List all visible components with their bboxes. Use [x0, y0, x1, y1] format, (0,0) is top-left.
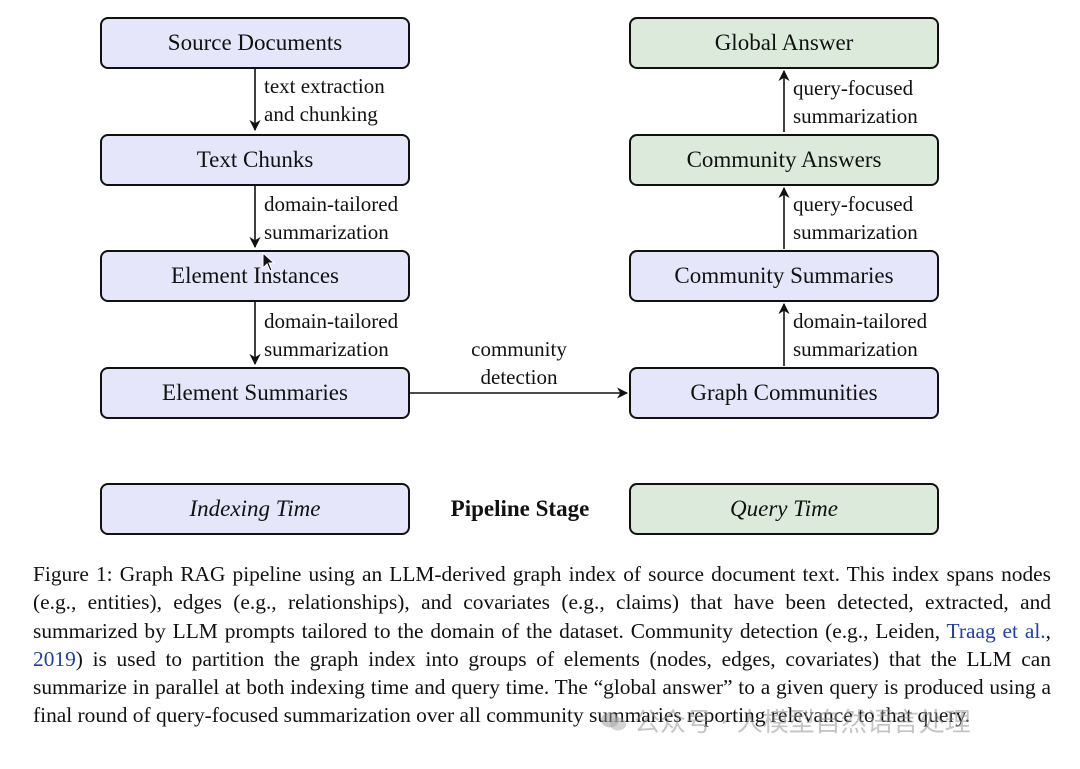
edge-label-line: summarization: [793, 337, 918, 361]
node-element-summaries: Element Summaries: [100, 367, 410, 419]
edge-label-line: summarization: [793, 220, 918, 244]
citation-link-authors[interactable]: Traag et al.: [946, 618, 1046, 643]
legend-indexing-time: Indexing Time: [100, 483, 410, 535]
watermark: 公众号 · 人模型自然语言处理: [600, 702, 971, 739]
citation-separator: ,: [1045, 618, 1051, 643]
edge-label-line: domain-tailored: [264, 192, 399, 216]
edge-label-line: text extraction: [264, 74, 385, 98]
edge-label-line: domain-tailored: [264, 309, 399, 333]
node-community-answers: Community Answers: [629, 134, 939, 186]
node-source-documents: Source Documents: [100, 17, 410, 69]
edge-label-query-focused-2: query-focused summarization: [793, 190, 918, 246]
watermark-text: 公众号 · 人模型自然语言处理: [634, 708, 971, 738]
mouse-cursor-icon: [262, 252, 276, 272]
edge-label-line: query-focused: [793, 76, 914, 100]
citation-link-year[interactable]: 2019: [33, 646, 76, 671]
edge-label-line: domain-tailored: [793, 309, 928, 333]
node-graph-communities: Graph Communities: [629, 367, 939, 419]
edge-label-line: and chunking: [264, 102, 378, 126]
edge-label-community-detection: community detection: [444, 335, 594, 391]
edge-label-line: query-focused: [793, 192, 914, 216]
edge-label-line: summarization: [264, 220, 389, 244]
edge-label-line: summarization: [264, 337, 389, 361]
figure-caption: Figure 1: Graph RAG pipeline using an LL…: [33, 560, 1051, 730]
edge-label-domain-tailored-3: domain-tailored summarization: [793, 307, 927, 363]
caption-text-part2: ) is used to partition the graph index i…: [33, 646, 1051, 728]
edge-label-line: summarization: [793, 104, 918, 128]
edge-label-line: detection: [480, 365, 558, 389]
edge-label-line: community: [471, 337, 567, 361]
node-global-answer: Global Answer: [629, 17, 939, 69]
node-element-instances: Element Instances: [100, 250, 410, 302]
legend-pipeline-stage: Pipeline Stage: [450, 496, 590, 521]
edge-label-query-focused-1: query-focused summarization: [793, 74, 918, 130]
node-community-summaries: Community Summaries: [629, 250, 939, 302]
node-text-chunks: Text Chunks: [100, 134, 410, 186]
legend-query-time: Query Time: [629, 483, 939, 535]
edge-label-text-extraction: text extraction and chunking: [264, 72, 385, 128]
edge-label-domain-tailored-2: domain-tailored summarization: [264, 307, 398, 363]
caption-text-part1: Figure 1: Graph RAG pipeline using an LL…: [33, 562, 1051, 643]
edge-label-domain-tailored-1: domain-tailored summarization: [264, 190, 398, 246]
wechat-icon: [600, 710, 628, 732]
